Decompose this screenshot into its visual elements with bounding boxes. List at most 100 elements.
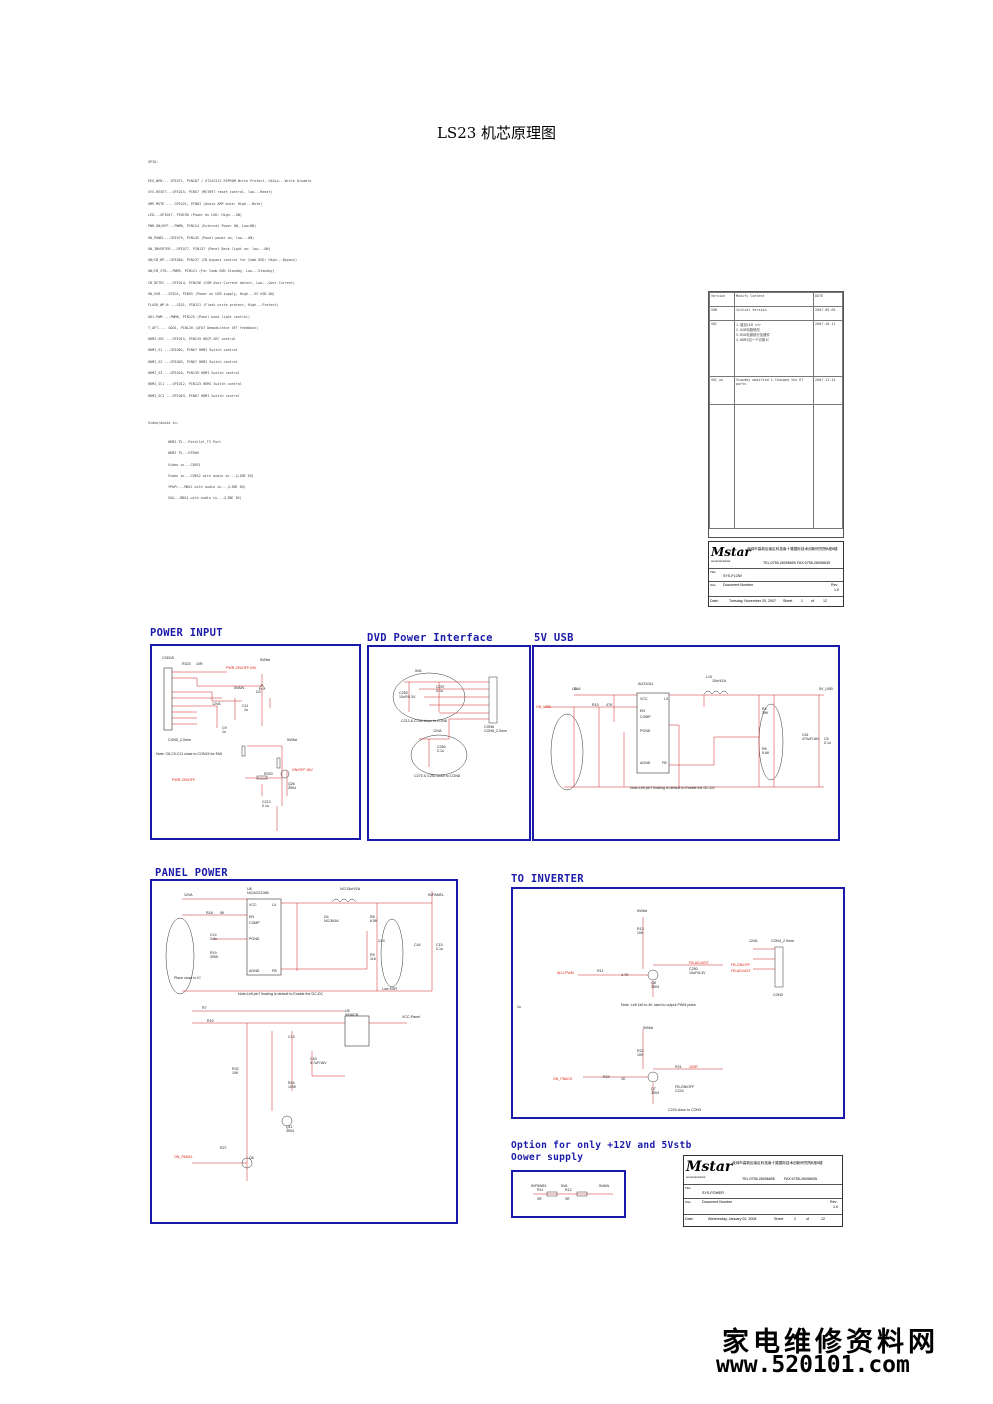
watermark-url: www.520101.com <box>716 1352 910 1378</box>
of-label: of <box>811 599 814 603</box>
component-label: 1n <box>244 708 248 712</box>
gpio-line: Video in---CVBS1 <box>168 462 201 467</box>
gpio-line: ON_PANEL---GPIO79, PIN145 (Panel power o… <box>148 235 255 240</box>
component-label: C255 <box>399 691 408 695</box>
gpio-line: AMP-MUTE --- GPIO21, PIN63 (Audio AMP mu… <box>148 201 263 206</box>
doc-title: SYS-POWER <box>702 1191 724 1195</box>
date-label: Date: <box>685 1217 694 1221</box>
component-label: NC/15uH/2A <box>340 887 361 891</box>
component-label: 3904 <box>651 985 659 989</box>
component-label: 10K <box>232 1071 239 1075</box>
gpio-line: YPbPr---MDO1 with audio in---(LINE IN) <box>168 485 246 490</box>
component-label: 12VA <box>184 893 193 897</box>
component-label: 1n <box>222 730 226 734</box>
gpio-line: ADJ-PWM ---PWM0, PIN125 (Panel back ligh… <box>148 314 251 319</box>
component-label: R15 <box>592 703 599 707</box>
component-label: COMP <box>640 715 651 719</box>
rev-cell: 1.增加LED ctr 2.USB电路修改 3.DVD电源部分加器件 4.HDM… <box>734 320 814 377</box>
rev-label: Rev <box>830 1200 837 1204</box>
title-label: Title <box>685 1186 691 1190</box>
component-label: R4 <box>762 707 767 711</box>
inverter-note-2: C224 close to CON3 <box>668 1108 701 1112</box>
component-label: R21 <box>675 1065 682 1069</box>
gpio-line: EEG_WEN--- GPIO71, PIN107 / AT24C512 EEP… <box>148 179 312 184</box>
panel-note-2: Place close to IC <box>174 976 201 980</box>
component-label: 1K <box>621 1077 626 1081</box>
component-label: VCC <box>249 903 257 907</box>
gpio-line: HDMI-TV---Parallel_TS Port <box>168 439 222 444</box>
component-label: R18 <box>206 911 213 915</box>
component-label: 10uF/6.3V <box>689 971 706 975</box>
component-label: C44 <box>414 943 421 947</box>
component-label: Q7 <box>651 1087 656 1091</box>
gpio-line: HDMI_SC1 ---GPIO12, PIN123 HDMI Switch c… <box>148 382 242 387</box>
component-label: 12VA <box>212 702 221 706</box>
company-address: 深圳市高新区南区科技南十路国际技术创新研究院B座8楼 <box>747 547 838 551</box>
component-label: 5V_USB <box>819 687 833 691</box>
gpio-line: LED---GPIO47, PIN190 (Power On LED: High… <box>148 212 242 217</box>
panel-note-1: Note:Left pin7 floating is default to En… <box>238 992 324 996</box>
component-label: PGND <box>249 937 260 941</box>
date-value: Wednesday, January 02, 2008 <box>708 1217 757 1221</box>
component-label: 0.1u <box>437 749 444 753</box>
rev-cell: Initial Version <box>734 306 814 321</box>
mstar-logo: Mstar <box>711 545 751 559</box>
component-label: R6 <box>762 747 767 751</box>
docnum-label: Document Number <box>702 1200 733 1204</box>
component-label: 10uF/6.3V <box>399 695 416 699</box>
component-label: 12VA <box>433 729 442 733</box>
component-label: 10K <box>637 931 644 935</box>
option-schematic <box>533 1191 613 1197</box>
component-label: CON4_2.0mm <box>771 939 794 943</box>
component-label: PGND <box>640 729 651 733</box>
component-label: R44 <box>288 1081 295 1085</box>
component-label: C250 <box>689 967 698 971</box>
company-address: 深圳市高新区南区科技南十路国际技术创新研究院B座8楼 <box>732 1161 823 1165</box>
component-label: C49 <box>378 939 385 943</box>
component-label: FB-ADJUST <box>689 961 709 965</box>
component-label: C224 <box>675 1089 684 1093</box>
component-label: 3.9n <box>210 937 217 941</box>
total-sheets: 12 <box>821 1217 825 1221</box>
sheet-value: 1 <box>801 599 803 603</box>
title-block: Mstar semiconductor 深圳市高新区南区科技南十路国际技术创新研… <box>708 541 844 607</box>
page-title: LS23 机芯原理图 <box>436 124 557 142</box>
component-label: L10 <box>706 675 712 679</box>
component-label: EN <box>640 709 645 713</box>
component-label: R12 <box>565 1188 572 1192</box>
component-label: PWR-ON/OFF-INV <box>226 666 257 670</box>
docnum-label: Document Number <box>723 583 754 587</box>
mstar-logo: Mstar <box>686 1159 733 1175</box>
component-label: ADJ-PWM <box>557 971 574 975</box>
component-label: 0R <box>565 1197 570 1201</box>
component-label: 5VA <box>415 669 422 673</box>
component-label: C15 <box>436 943 443 947</box>
component-label: R27 <box>220 1146 227 1150</box>
component-label: R320 <box>264 772 273 776</box>
gpio-line: HDMI_S3 ---GPIO10, PIN139 HDMI Switch co… <box>148 371 240 376</box>
component-label: 0.1u <box>436 689 443 693</box>
gpio-line: HDMI_S2 ---GPIO03, PIN67 HDMI Switch con… <box>148 359 238 364</box>
component-label: 5VAIN <box>599 1184 610 1188</box>
gpio-line: PWR-ON/OFF---PWM0, PIN124 (External Powe… <box>148 224 257 229</box>
component-label: U5 <box>345 1009 350 1013</box>
component-label: VCC-Panel <box>402 1015 420 1019</box>
watermark-chinese: 家电维修资料网 <box>722 1327 939 1358</box>
component-label: 5VA <box>561 1184 568 1188</box>
gpio-line: Video in---CVBS2 with audio in---(LINE I… <box>168 473 254 478</box>
component-label: R8 <box>370 915 375 919</box>
rev-value: 1.0 <box>833 1205 838 1209</box>
component-label: ON_USB <box>536 705 551 709</box>
component-label: FB <box>272 969 277 973</box>
component-label: CON8 <box>484 725 494 729</box>
rev-header-version: Version <box>709 292 735 307</box>
gpio-heading: GPIO: <box>148 160 159 165</box>
panel-power-schematic <box>165 891 433 1181</box>
component-label: 0.1u <box>436 947 443 951</box>
component-label: LX <box>664 697 669 701</box>
component-label: PWR-ON/OFF <box>172 778 196 782</box>
component-label: 100R <box>689 1065 698 1069</box>
